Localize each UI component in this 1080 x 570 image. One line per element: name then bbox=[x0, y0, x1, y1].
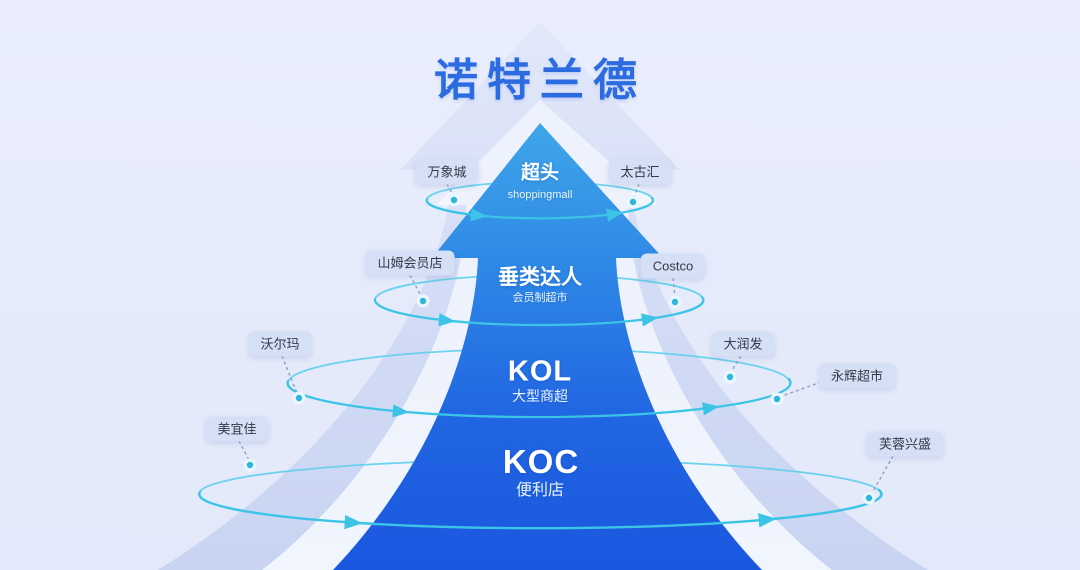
tier-2-subtitle: 会员制超市 bbox=[512, 292, 568, 304]
connector-furong bbox=[871, 455, 894, 494]
tier-4-subtitle: 便利店 bbox=[515, 482, 565, 499]
ring-dots bbox=[243, 193, 876, 505]
connector-taiguhui bbox=[633, 183, 640, 198]
brand-title: 诺特兰德 bbox=[434, 56, 646, 105]
tier-4-title: KOC bbox=[502, 443, 580, 480]
ring-dot-costco bbox=[668, 295, 682, 309]
tier-2-title: 垂类达人 bbox=[498, 266, 582, 289]
tier-ring-2-front bbox=[373, 295, 705, 327]
ring-dot-furong bbox=[862, 491, 876, 505]
tier-1-title: 超头 bbox=[520, 162, 560, 184]
label-pill-furong-xingsheng: 芙蓉兴盛 bbox=[866, 431, 944, 457]
ring-dot-sam bbox=[416, 294, 430, 308]
label-pill-taiguhui: 太古汇 bbox=[608, 159, 672, 185]
tier-ring-1-front bbox=[425, 196, 654, 222]
ring-dot-walmart bbox=[292, 391, 306, 405]
tier-1-subtitle: shoppingmall bbox=[507, 189, 573, 201]
label-pill-costco: Costco bbox=[640, 253, 706, 279]
connector-rtmart bbox=[730, 355, 742, 373]
growth-arrow bbox=[333, 123, 762, 570]
label-pill-walmart: 沃尔玛 bbox=[248, 331, 312, 357]
tier-ring-4-front bbox=[198, 488, 883, 530]
tier-3-subtitle: 大型商超 bbox=[512, 388, 568, 404]
tier-3-title: KOL bbox=[507, 355, 573, 388]
ring-dot-taiguhui bbox=[626, 195, 640, 209]
ring-dot-wanxiangcheng bbox=[447, 193, 461, 207]
connector-meiyijia bbox=[238, 440, 250, 461]
label-pill-meiyijia: 美宜佳 bbox=[205, 416, 269, 442]
connector-walmart bbox=[281, 355, 298, 394]
label-pill-wanxiangcheng: 万象城 bbox=[415, 159, 479, 185]
connector-wanxiangcheng bbox=[446, 183, 454, 196]
ring-dot-meiyijia bbox=[243, 458, 257, 472]
connector-costco bbox=[672, 277, 676, 298]
label-pill-sam-members-club: 山姆会员店 bbox=[365, 250, 455, 276]
ring-dot-yonghui bbox=[770, 392, 784, 406]
ring-dot-rtmart bbox=[723, 370, 737, 384]
connector-sam bbox=[409, 274, 422, 297]
label-pill-yonghui: 永辉超市 bbox=[818, 363, 896, 389]
label-pill-rt-mart: 大润发 bbox=[711, 331, 775, 357]
